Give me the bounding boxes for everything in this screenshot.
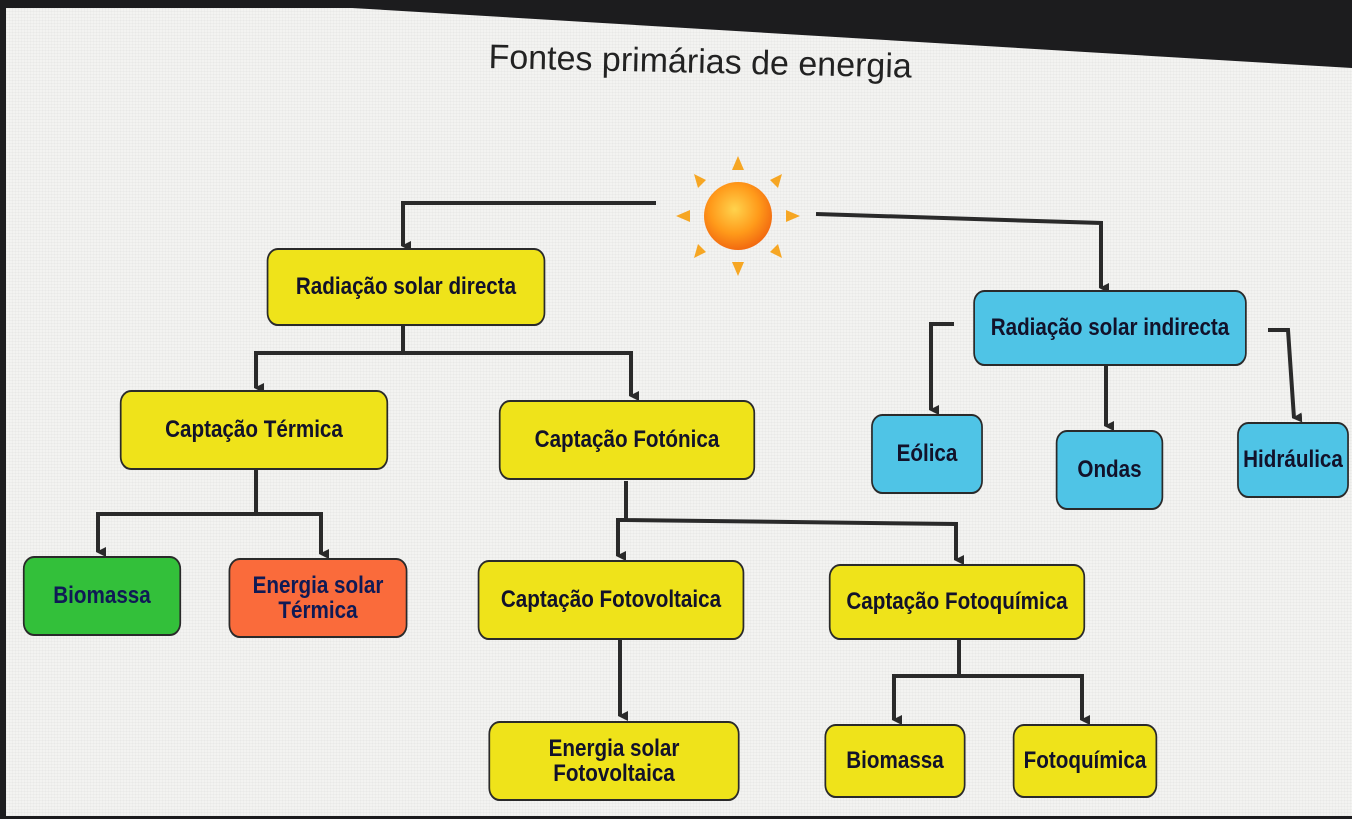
node-hidraulica: Hidráulica [1237,422,1349,498]
node-biomassa-photochem: Biomassa [824,724,966,798]
slide-screen: Fontes primárias de energia [6,8,1352,816]
node-biomassa-thermal: Biomassa [22,556,182,636]
connector-sun-indirect [815,212,1109,293]
connector-lines [96,201,1303,816]
connector-indirect-hidraulica [1268,328,1303,423]
node-captacao-termica: Captação Térmica [119,390,389,470]
sun-icon [676,156,800,276]
node-radiacao-solar-indirecta: Radiação solar indirecta [973,290,1247,366]
connector-sun-direct [401,201,656,251]
node-eolica: Eólica [871,414,983,494]
connector-photochem-children [892,638,1082,720]
node-energia-solar-fotovoltaica: Energia solar Fotovoltaica [488,721,740,801]
node-energia-solar-termica: Energia solar Térmica [228,558,408,638]
node-captacao-fotonica: Captação Fotónica [498,400,756,480]
connector-direct-captures [254,324,631,396]
connector-thermal-children [96,470,321,554]
node-ondas: Ondas [1055,430,1164,510]
node-fotoquimica: Fotoquímica [1012,724,1158,798]
node-captacao-fotovoltaica: Captação Fotovoltaica [477,560,745,640]
node-radiacao-solar-directa: Radiação solar directa [266,248,546,326]
screen-edge-shadow [352,8,1352,68]
connector-indirect-eolica [929,322,954,415]
node-captacao-fotoquimica: Captação Fotoquímica [828,564,1086,640]
